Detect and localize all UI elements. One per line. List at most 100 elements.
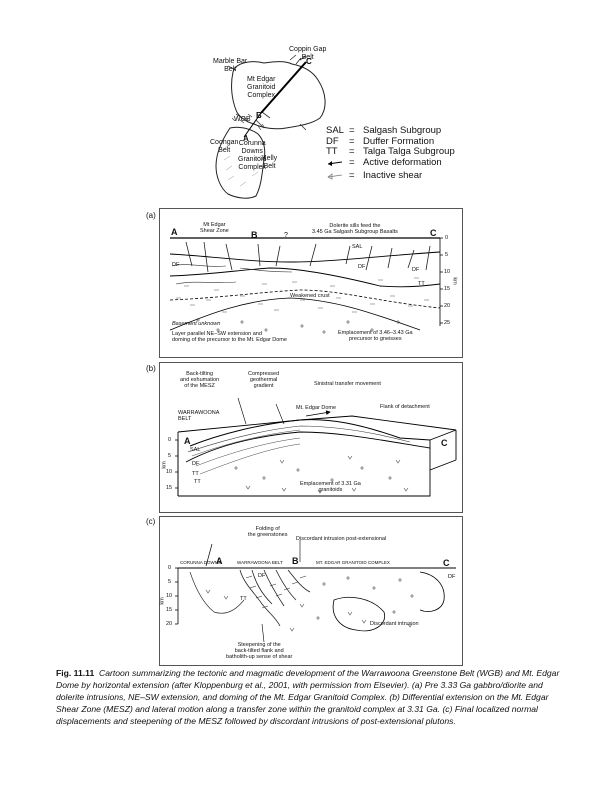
shear-zone-lines (171, 264, 293, 285)
map-label-c: C (306, 57, 312, 66)
legend-text: Active deformation (363, 156, 442, 168)
dolerite-feeders (185, 241, 431, 273)
panel-b-depth-0: 0 (168, 437, 172, 443)
legend-equals: = (349, 156, 355, 168)
panel-c-depth-5: 5 (168, 579, 172, 585)
df-layer-base (169, 267, 441, 288)
map-label-b: B (256, 111, 262, 120)
panel-b-label-C: C (441, 438, 448, 448)
panel-a-df-left: DF (172, 262, 180, 268)
panel-b-section (175, 397, 457, 497)
panel-a-depth-15: 15 (444, 286, 451, 292)
belt-dashes (227, 54, 307, 131)
legend-row-df: DF=Duffer Formation (326, 135, 455, 148)
panel-a-tag: (a) (146, 211, 156, 220)
panel-c-label-B: B (292, 556, 299, 566)
legend-text: Duffer Formation (363, 135, 435, 147)
panel-c-discordant: Discordant intrusion (370, 621, 419, 627)
legend-key: DF (326, 135, 339, 147)
map-label-coppin-gap: Coppin Gap Belt (289, 46, 327, 61)
discordant-intrusion-blob (332, 596, 386, 632)
panel-b-tag: (b) (146, 364, 156, 373)
corunna-complex-outline (215, 126, 266, 199)
panel-b-flank: Flank of detachment (380, 404, 430, 410)
panel-b-depth-10: 10 (166, 469, 173, 475)
panel-a-emplacement: Emplacement of 3.46–3.43 Ga precursor to… (338, 330, 413, 342)
legend-text: Talga Talga Subgroup (363, 146, 455, 157)
km-ticks-a (440, 237, 443, 324)
panel-a-tt: TT (418, 281, 425, 287)
panel-a-weakened: Weakened crust (290, 293, 330, 299)
panel-b-label-A: A (184, 436, 191, 446)
panel-b-df: DF (192, 461, 200, 467)
legend-row-inactive: = Inactive shear (326, 170, 455, 185)
granitoid-base (178, 470, 431, 497)
map-label-a: A (243, 134, 249, 143)
panel-c-warrawoona: WARRAWOONA BELT (237, 560, 283, 565)
panel-a-depth-10: 10 (444, 269, 451, 275)
figure-caption-text: Cartoon summarizing the tectonic and mag… (56, 668, 560, 726)
left-block (189, 571, 245, 614)
km-ticks-c (175, 567, 178, 625)
section-line-ab (243, 112, 262, 138)
sinistral-arrow (305, 410, 331, 417)
legend: SAL=Salgash Subgroup DF=Duffer Formation… (326, 125, 455, 185)
panel-a-sal: SAL (352, 244, 363, 250)
panel-a-depth-5: 5 (445, 252, 449, 258)
panel-a-depth-20: 20 (444, 303, 451, 309)
shear-band (187, 425, 411, 453)
panel-c-depth-10: 10 (166, 593, 173, 599)
panel-c-tt: TT (240, 596, 247, 602)
panel-b-dome: Mt. Edgar Dome (296, 405, 337, 411)
panel-c-km: km (159, 597, 166, 605)
plus-v-fill-c (205, 576, 414, 632)
map-label-mt-edgar: Mt Edgar Granitoid Complex (247, 76, 276, 99)
folding-ticks (245, 575, 307, 609)
panel-c-discordant-post: Discordant intrusion post-extensional (296, 536, 387, 542)
panel-a-basement: Basement unknown (172, 321, 221, 327)
panel-a (159, 208, 463, 358)
location-map (215, 54, 326, 199)
panel-a-label-B: B (251, 230, 258, 240)
dome-arch-lower (185, 431, 431, 463)
legend-row-sal: SAL=Salgash Subgroup (326, 125, 455, 137)
panel-a-depth-25: 25 (444, 320, 451, 326)
panel-a-section (169, 237, 443, 334)
section-line-bc (260, 61, 307, 114)
panel-c-section (175, 540, 456, 643)
legend-row-tt: TT = Talga Talga Subgroup (326, 146, 455, 158)
panel-c-steepening: Steepening of the back-tilted flank and … (226, 642, 293, 660)
panel-c-mt-edgar: MT. EDGAR GRANITOID COMPLEX (316, 560, 390, 565)
map-label-wgb: WGB (234, 116, 251, 123)
panel-a-layer-parallel: Layer parallel NE–SW extension and domin… (172, 331, 287, 343)
plus-v-fill-b (234, 455, 409, 494)
legend-text: Inactive shear (363, 170, 423, 181)
legend-equals: = (349, 125, 355, 136)
dome-arch-upper (189, 419, 431, 447)
dash-fill-a (176, 277, 429, 313)
shear-strands (191, 429, 301, 475)
active-deformation-symbol-icon (326, 158, 349, 172)
panel-c-label-C: C (443, 558, 450, 568)
panel-c-df-right: DF (448, 574, 456, 580)
panel-c-df-left: DF (258, 573, 266, 579)
legend-text: Salgash Subgroup (363, 125, 442, 136)
hatch-fill (221, 145, 262, 187)
map-label-coongan: Coongan Belt (210, 139, 239, 154)
panel-c-folding: Folding of the greenstones (248, 526, 288, 538)
legend-row-active: = Active deformation (326, 156, 455, 172)
shear-ticks (231, 113, 266, 131)
panel-a-shear-zone: Mt Edgar Shear Zone (200, 222, 229, 234)
km-ticks-b (175, 439, 178, 489)
panel-b-tt1: TT (192, 471, 199, 477)
plus-symbols-a (196, 318, 400, 334)
panel-b-compressed: Compressed geothermal gradient (248, 371, 280, 389)
panel-b-backtilting: Back-tilting and exhumation of the MESZ (180, 371, 220, 389)
panel-b-depth-5: 5 (168, 453, 172, 459)
legend-equals: = (349, 170, 355, 181)
panel-a-question: ? (284, 232, 288, 239)
legend-equals: = (349, 146, 355, 157)
legend-key: TT (326, 146, 338, 157)
panel-b-sinistral: Sinistral transfer movement (314, 381, 381, 387)
coppin-gap-leader (295, 57, 302, 65)
